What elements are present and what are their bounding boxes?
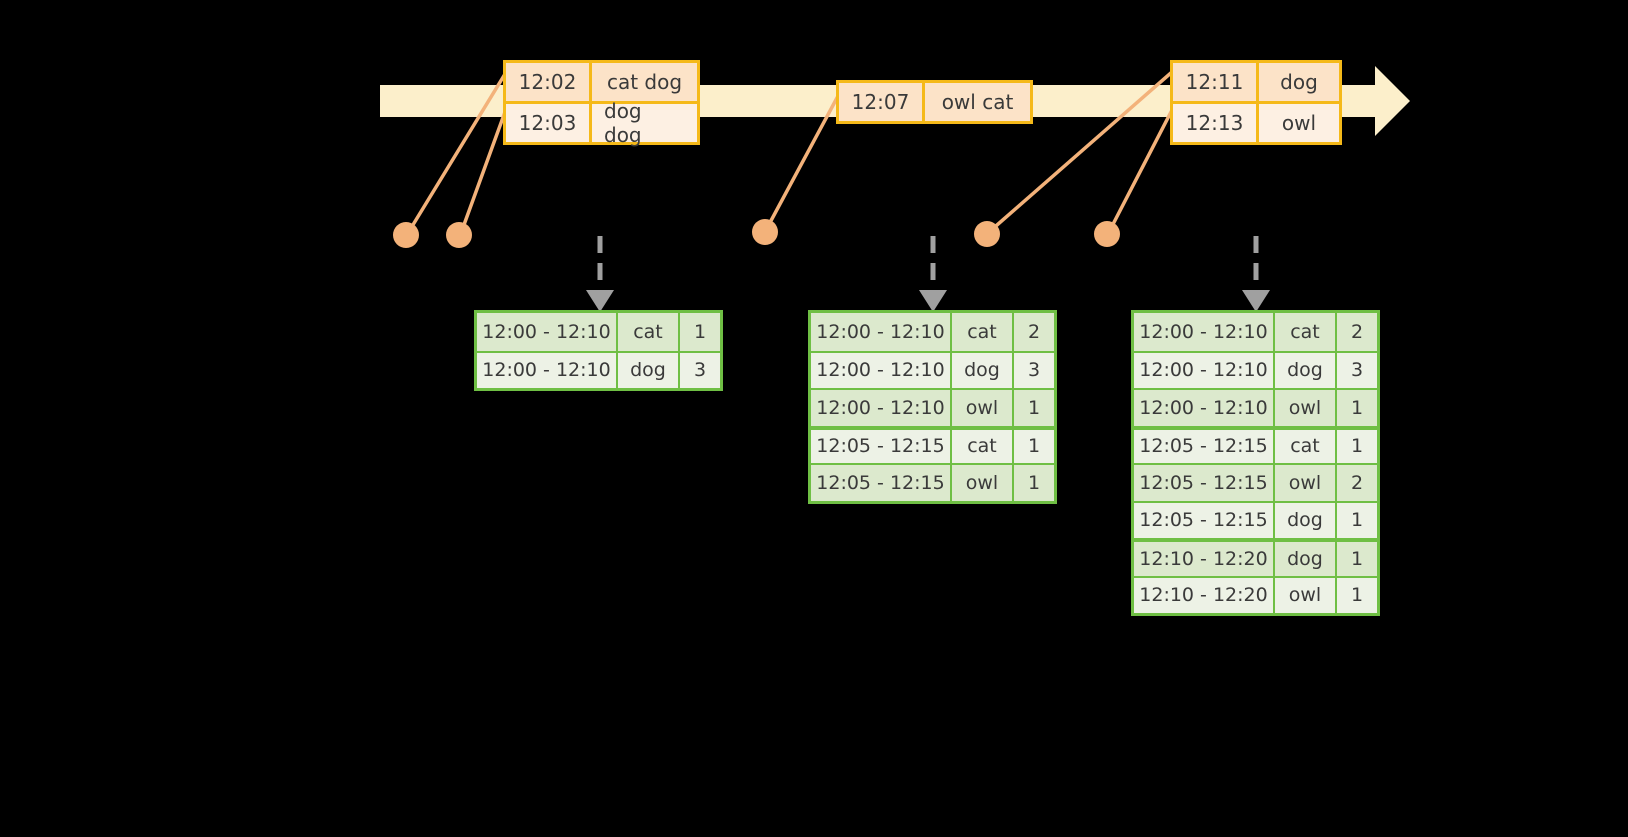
event-time: 12:13 <box>1173 104 1259 142</box>
event-row[interactable]: 12:07 owl cat <box>839 83 1030 121</box>
cell-count: 1 <box>1014 429 1054 463</box>
table-row[interactable]: 12:05 - 12:15 dog 1 <box>1134 500 1377 538</box>
event-group-3[interactable]: 12:11 dog 12:13 owl <box>1170 60 1342 145</box>
cell-word: owl <box>1275 465 1337 501</box>
table-row[interactable]: 12:00 - 12:10 cat 2 <box>811 313 1054 351</box>
cell-window: 12:05 - 12:15 <box>811 465 952 501</box>
table-row[interactable]: 12:00 - 12:10 cat 2 <box>1134 313 1377 351</box>
cell-window: 12:10 - 12:20 <box>1134 577 1275 613</box>
cell-window: 12:00 - 12:10 <box>477 352 618 388</box>
cell-window: 12:10 - 12:20 <box>1134 542 1275 576</box>
cell-window: 12:00 - 12:10 <box>1134 352 1275 388</box>
table-row[interactable]: 12:00 - 12:10 dog 3 <box>477 350 720 388</box>
event-dot-1 <box>393 222 419 248</box>
event-time: 12:03 <box>506 104 592 142</box>
result-table-1[interactable]: 12:00 - 12:10 cat 1 12:00 - 12:10 dog 3 <box>474 310 723 391</box>
trigger-arrows <box>586 236 1270 312</box>
cell-count: 1 <box>1337 429 1377 463</box>
cell-word: cat <box>618 313 680 351</box>
event-group-2[interactable]: 12:07 owl cat <box>836 80 1033 124</box>
table-row[interactable]: 12:05 - 12:15 owl 2 <box>1134 463 1377 501</box>
cell-count: 1 <box>1337 577 1377 613</box>
cell-word: cat <box>1275 313 1337 351</box>
result-table-3[interactable]: 12:00 - 12:10 cat 2 12:00 - 12:10 dog 3 … <box>1131 310 1380 616</box>
cell-window: 12:05 - 12:15 <box>1134 429 1275 463</box>
cell-count: 3 <box>1337 352 1377 388</box>
table-row[interactable]: 12:05 - 12:15 cat 1 <box>811 425 1054 463</box>
event-time: 12:02 <box>506 63 592 101</box>
cell-word: cat <box>1275 429 1337 463</box>
cell-window: 12:00 - 12:10 <box>477 313 618 351</box>
trigger-arrow-2 <box>919 236 947 312</box>
table-row[interactable]: 12:10 - 12:20 dog 1 <box>1134 538 1377 576</box>
result-table-2[interactable]: 12:00 - 12:10 cat 2 12:00 - 12:10 dog 3 … <box>808 310 1057 504</box>
trigger-arrow-3 <box>1242 236 1270 312</box>
cell-count: 1 <box>680 313 720 351</box>
cell-word: cat <box>952 429 1014 463</box>
cell-word: owl <box>1275 577 1337 613</box>
cell-word: cat <box>952 313 1014 351</box>
table-row[interactable]: 12:10 - 12:20 owl 1 <box>1134 575 1377 613</box>
event-words: dog dog <box>592 99 697 147</box>
event-row[interactable]: 12:11 dog <box>1173 63 1339 101</box>
cell-window: 12:00 - 12:10 <box>1134 313 1275 351</box>
table-row[interactable]: 12:05 - 12:15 cat 1 <box>1134 425 1377 463</box>
table-row[interactable]: 12:05 - 12:15 owl 1 <box>811 463 1054 501</box>
trigger-arrow-1 <box>586 236 614 312</box>
cell-word: dog <box>618 352 680 388</box>
table-row[interactable]: 12:00 - 12:10 cat 1 <box>477 313 720 351</box>
cell-count: 3 <box>680 352 720 388</box>
cell-window: 12:00 - 12:10 <box>1134 390 1275 426</box>
cell-count: 2 <box>1337 465 1377 501</box>
table-row[interactable]: 12:00 - 12:10 owl 1 <box>811 388 1054 426</box>
cell-count: 1 <box>1337 390 1377 426</box>
cell-window: 12:00 - 12:10 <box>811 313 952 351</box>
event-time: 12:07 <box>839 83 925 121</box>
cell-window: 12:05 - 12:15 <box>1134 465 1275 501</box>
event-dot-2 <box>446 222 472 248</box>
cell-count: 2 <box>1337 313 1377 351</box>
cell-word: owl <box>1275 390 1337 426</box>
event-words: owl cat <box>925 83 1030 121</box>
event-words: dog <box>1259 63 1339 101</box>
connector-dots <box>393 219 1120 248</box>
event-dot-4 <box>974 221 1000 247</box>
event-words: owl <box>1259 104 1339 142</box>
cell-count: 1 <box>1014 390 1054 426</box>
table-row[interactable]: 12:00 - 12:10 dog 3 <box>1134 350 1377 388</box>
event-row[interactable]: 12:02 cat dog <box>506 63 697 101</box>
event-time: 12:11 <box>1173 63 1259 101</box>
cell-count: 3 <box>1014 352 1054 388</box>
cell-count: 1 <box>1337 542 1377 576</box>
cell-window: 12:05 - 12:15 <box>1134 502 1275 538</box>
cell-word: dog <box>1275 352 1337 388</box>
table-row[interactable]: 12:00 - 12:10 dog 3 <box>811 350 1054 388</box>
cell-window: 12:00 - 12:10 <box>811 390 952 426</box>
event-row[interactable]: 12:03 dog dog <box>506 99 697 147</box>
cell-word: dog <box>952 352 1014 388</box>
cell-count: 1 <box>1014 465 1054 501</box>
cell-window: 12:00 - 12:10 <box>811 352 952 388</box>
cell-word: owl <box>952 390 1014 426</box>
event-words: cat dog <box>592 63 697 101</box>
event-group-1[interactable]: 12:02 cat dog 12:03 dog dog <box>503 60 700 147</box>
cell-word: owl <box>952 465 1014 501</box>
event-dot-3 <box>752 219 778 245</box>
table-row[interactable]: 12:00 - 12:10 owl 1 <box>1134 388 1377 426</box>
event-dot-5 <box>1094 221 1120 247</box>
cell-count: 1 <box>1337 502 1377 538</box>
cell-word: dog <box>1275 502 1337 538</box>
event-row[interactable]: 12:13 owl <box>1173 101 1339 142</box>
cell-word: dog <box>1275 542 1337 576</box>
cell-window: 12:05 - 12:15 <box>811 429 952 463</box>
cell-count: 2 <box>1014 313 1054 351</box>
